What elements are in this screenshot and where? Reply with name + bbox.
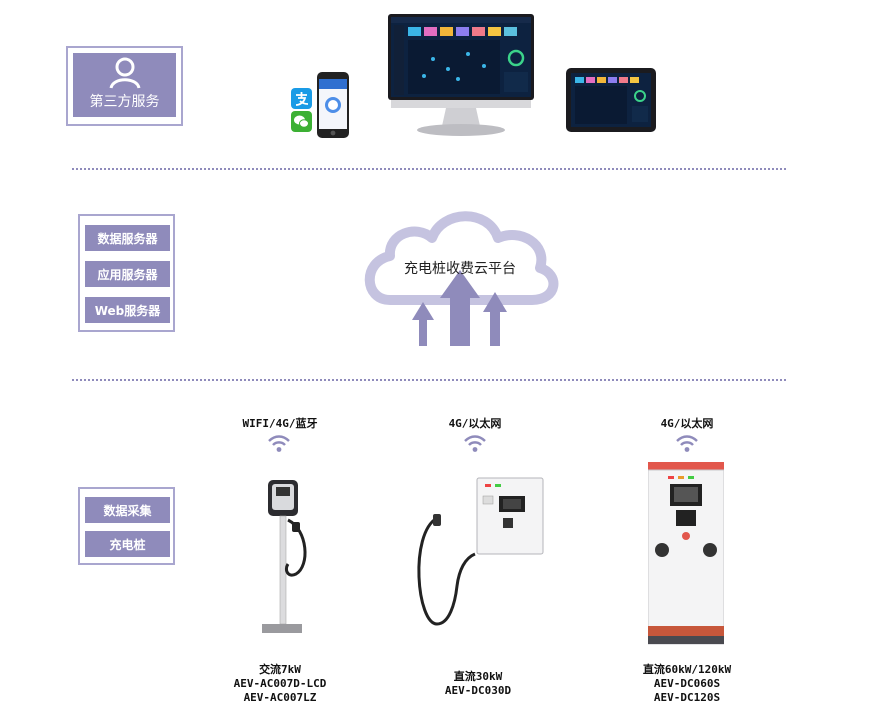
charger-ac-model-1: AEV-AC007D-LCD (233, 677, 327, 690)
charger-dc60-network-label: 4G/以太网 (660, 417, 714, 430)
smartphone-device (317, 72, 349, 138)
charger-dc30-network-label: 4G/以太网 (448, 417, 502, 430)
cloud-shape (364, 211, 559, 346)
third-party-service-label: 第三方服务 (89, 94, 160, 110)
alipay-icon (291, 88, 312, 109)
third-party-service-panel: 第三方服务 (73, 53, 176, 117)
charger-dc60-name: 直流60kW/120kW (642, 663, 732, 676)
dc60-charger-device (648, 462, 724, 645)
charger-dc60-model-1: AEV-DC060S (653, 677, 721, 690)
upload-arrow-left (412, 302, 434, 346)
ac-charger-device (262, 480, 307, 633)
tier-divider-top (72, 168, 786, 170)
data-collection-group-box: 数据采集 充电桩 (78, 487, 175, 565)
wifi-icon (268, 435, 290, 452)
charger-dc30-name: 直流30kW (453, 670, 503, 683)
upload-arrow-right (483, 292, 507, 346)
upload-arrow-center (440, 270, 480, 346)
wifi-icon (464, 435, 486, 452)
tablet-device (566, 68, 656, 132)
web-server-label: Web服务器 (85, 297, 170, 323)
cloud-platform-title: 充电桩收费云平台 (404, 261, 516, 277)
charger-dc60-model-2: AEV-DC120S (653, 691, 721, 704)
desktop-monitor-device (388, 14, 534, 136)
data-server-label: 数据服务器 (85, 225, 170, 251)
application-server-label: 应用服务器 (85, 261, 170, 287)
third-party-service-box: 第三方服务 (66, 46, 183, 126)
wechat-icon (291, 111, 312, 132)
charger-ac-model-2: AEV-AC007LZ (243, 691, 317, 704)
dc30-charger-device (417, 477, 544, 626)
charger-ac-network-label: WIFI/4G/蓝牙 (242, 417, 318, 430)
data-collection-label: 数据采集 (85, 497, 170, 523)
user-icon (109, 57, 140, 89)
charging-pile-label: 充电桩 (85, 531, 170, 557)
charger-ac-name: 交流7kW (259, 663, 301, 676)
charger-dc30-model-1: AEV-DC030D (444, 684, 512, 697)
wifi-icon (676, 435, 698, 452)
server-group-box: 数据服务器 应用服务器 Web服务器 (78, 214, 175, 332)
tier-divider-bottom (72, 379, 786, 381)
